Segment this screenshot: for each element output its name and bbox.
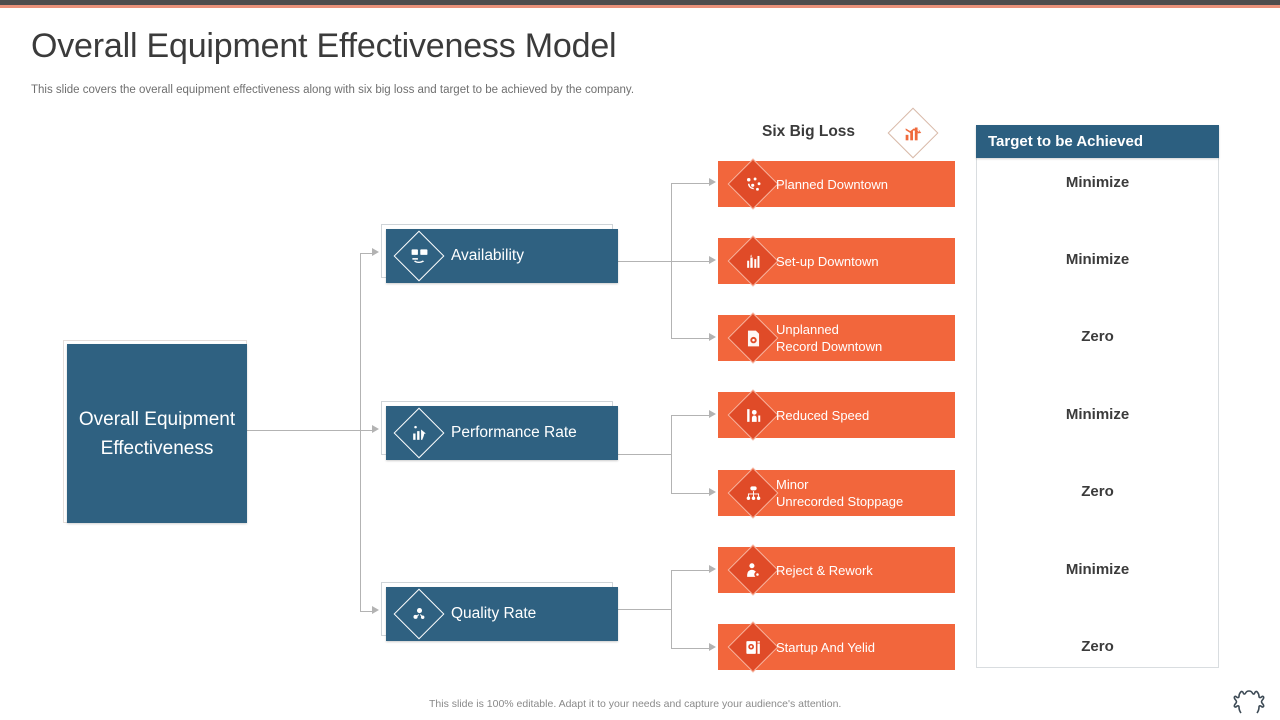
network-nodes-icon: [735, 166, 771, 202]
pillar-label-performance-rate: Performance Rate: [451, 424, 577, 441]
arrow-to-availability: [372, 248, 379, 256]
connector-availability-out: [618, 261, 671, 262]
loss-label-startup-and-yelid: Startup And Yelid: [776, 639, 876, 655]
connector-quality-branch-1: [671, 570, 711, 571]
connector-performance-spine: [671, 415, 672, 493]
availability-icon-holder: [393, 230, 445, 282]
gear-icon: [1230, 680, 1270, 716]
pillar-quality-rate[interactable]: Quality Rate: [386, 587, 618, 641]
loss-label-planned-downtown: Planned Downtown: [776, 176, 889, 192]
arrow-to-startup-and-yelid: [709, 643, 716, 651]
six-big-loss-icon-holder: [887, 107, 939, 159]
target-value-4: Minimize: [1065, 406, 1130, 423]
target-panel-header: Target to be Achieved: [976, 125, 1219, 158]
root-box-overall-equipment-effectiveness[interactable]: Overall Equipment Effectiveness: [67, 344, 247, 523]
arrow-to-quality: [372, 606, 379, 614]
set-up-downtown-icon-holder: [726, 234, 780, 288]
six-big-loss-heading: Six Big Loss: [762, 123, 856, 140]
top-bar-accent: [0, 5, 1280, 8]
arrow-to-unplanned-record-downtown: [709, 333, 716, 341]
arrow-to-minor-unrecorded-stoppage: [709, 488, 716, 496]
connector-performance-out: [618, 454, 671, 455]
connector-root-to-quality: [360, 611, 374, 612]
declining-bar-chart-icon: [888, 108, 938, 158]
pillar-availability[interactable]: Availability: [386, 229, 618, 283]
loss-box-set-up-downtown[interactable]: Set-up Downtown: [718, 235, 955, 287]
quality-rate-icon-holder: [393, 588, 445, 640]
performance-rate-icon-holder: [393, 407, 445, 459]
pillar-label-quality-rate: Quality Rate: [451, 605, 537, 622]
factory-setup-icon: [735, 243, 771, 279]
connector-root-to-performance: [360, 430, 374, 431]
pillar-performance-rate[interactable]: Performance Rate: [386, 406, 618, 460]
arrow-to-reject-rework: [709, 565, 716, 573]
loss-box-reject-and-rework[interactable]: Reject & Rework: [718, 544, 955, 596]
loss-label-reject-and-rework: Reject & Rework: [776, 562, 873, 578]
startup-machine-icon: [735, 629, 771, 665]
target-value-2: Minimize: [1065, 251, 1130, 268]
footer-note: This slide is 100% editable. Adapt it to…: [429, 698, 842, 710]
target-value-7: Zero: [1081, 638, 1114, 655]
dashboard-screens-icon: [401, 238, 437, 274]
planned-downtown-icon-holder: [726, 157, 780, 211]
connector-quality-spine: [671, 570, 672, 648]
pillar-label-availability: Availability: [451, 247, 524, 264]
connector-performance-branch-1: [671, 415, 711, 416]
connector-root-spine: [360, 253, 361, 611]
minor-unrecorded-stoppage-icon-holder: [726, 466, 780, 520]
target-value-5: Zero: [1081, 483, 1114, 500]
target-panel: [976, 125, 1219, 668]
bar-chart-arrow-icon: [401, 415, 437, 451]
reject-rework-icon-holder: [726, 543, 780, 597]
loss-label-reduced-speed: Reduced Speed: [776, 407, 870, 423]
loss-box-minor-unrecorded-stoppage[interactable]: Minor Unrecorded Stoppage: [718, 467, 955, 519]
connector-root-to-availability: [360, 253, 374, 254]
worker-settings-icon: [735, 552, 771, 588]
loss-label-minor-unrecorded-stoppage: Minor Unrecorded Stoppage: [776, 477, 904, 509]
loss-label-unplanned-record-downtown: Unplanned Record Downtown: [776, 322, 883, 354]
connector-quality-branch-2: [671, 648, 711, 649]
connector-availability-spine: [671, 183, 672, 338]
startup-and-yelid-icon-holder: [726, 620, 780, 674]
target-value-3: Zero: [1081, 328, 1114, 345]
speed-gauge-icon: [735, 397, 771, 433]
page-subtitle: This slide covers the overall equipment …: [31, 84, 635, 96]
loss-box-unplanned-record-downtown[interactable]: Unplanned Record Downtown: [718, 312, 955, 364]
connector-availability-branch-3: [671, 338, 711, 339]
arrow-to-setup-downtown: [709, 256, 716, 264]
target-value-6: Minimize: [1065, 561, 1130, 578]
document-gear-icon: [735, 320, 771, 356]
loss-label-set-up-downtown: Set-up Downtown: [776, 253, 879, 269]
loss-box-reduced-speed[interactable]: Reduced Speed: [718, 389, 955, 441]
quality-gears-icon: [401, 596, 437, 632]
loss-box-planned-downtown[interactable]: Planned Downtown: [718, 158, 955, 210]
connector-quality-out: [618, 609, 671, 610]
arrow-to-performance: [372, 425, 379, 433]
connector-availability-branch-2: [671, 261, 711, 262]
root-box-label: Overall Equipment Effectiveness: [78, 408, 236, 459]
arrow-to-reduced-speed: [709, 410, 716, 418]
page-title: Overall Equipment Effectiveness Model: [31, 27, 617, 65]
loss-box-startup-and-yelid[interactable]: Startup And Yelid: [718, 621, 955, 673]
connector-availability-branch-1: [671, 183, 711, 184]
target-panel-header-label: Target to be Achieved: [988, 133, 1144, 150]
connector-performance-branch-2: [671, 493, 711, 494]
unplanned-record-downtown-icon-holder: [726, 311, 780, 365]
connector-root-horizontal: [247, 430, 360, 431]
target-value-1: Minimize: [1065, 174, 1130, 191]
reduced-speed-icon-holder: [726, 388, 780, 442]
arrow-to-planned-downtown: [709, 178, 716, 186]
top-bar-dark: [0, 0, 1280, 5]
hierarchy-nodes-icon: [735, 475, 771, 511]
